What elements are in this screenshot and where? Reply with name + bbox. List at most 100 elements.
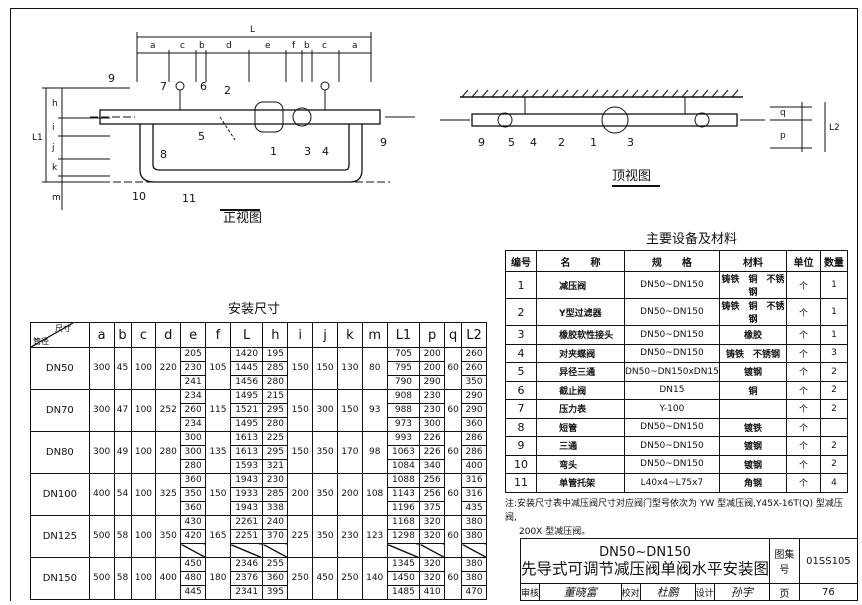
item-unit: 个 [786, 298, 821, 326]
cell-p: 320 [419, 529, 446, 544]
dim-c-label: c [180, 41, 185, 51]
drawing-frame [10, 8, 858, 601]
item-spec: DN50~DN150 [623, 343, 720, 363]
cell-l1: 1063 [386, 445, 421, 460]
dim-c-label: c [322, 41, 327, 51]
cell-i: 225 [287, 515, 314, 558]
cell-h: 285 [262, 487, 289, 502]
cell-l2: 470 [461, 585, 487, 600]
cell-i: 200 [287, 473, 314, 516]
cell-l: 2346 [229, 557, 264, 572]
cell-e: 300 [180, 445, 207, 460]
item-name: 三通 [536, 436, 625, 456]
cell-h: 280 [262, 375, 289, 390]
pipe-size-cell: DN100 [30, 473, 90, 516]
column-header-a: a [88, 322, 115, 348]
cell-l1: 908 [386, 389, 421, 404]
item-number: 9 [504, 436, 538, 456]
pipe-size-cell: DN70 [30, 389, 90, 432]
item-name: 减压阀 [536, 271, 625, 299]
cell-l: 1495 [229, 389, 264, 404]
cell-l2 [461, 543, 487, 558]
cell-l2: 380 [461, 557, 487, 572]
column-header: 单位 [786, 250, 821, 272]
callout-9: 9 [380, 136, 387, 149]
item-spec: DN15 [623, 380, 720, 400]
cell-i: 150 [287, 347, 314, 390]
column-header-L1: L1 [386, 322, 421, 348]
item-quantity: 2 [819, 362, 849, 382]
cell-l1: 705 [386, 347, 421, 362]
cell-j: 150 [312, 347, 338, 390]
item-spec: DN50~DN150 [623, 436, 720, 456]
review-label: 审核 [520, 583, 540, 601]
dim-f-label: f [292, 41, 296, 51]
cell-p: 256 [419, 487, 446, 502]
cell-l1: 1345 [386, 557, 421, 572]
callout-5: 5 [198, 130, 205, 143]
cell-j: 450 [312, 557, 338, 600]
cell-l1: 1168 [386, 515, 421, 530]
cell-k: 250 [336, 557, 363, 600]
cell-i: 150 [287, 431, 314, 474]
item-number: 5 [504, 362, 538, 382]
drawing-title-cell: DN50~DN150 先导式可调节减压阀单阀水平安装图 [519, 538, 771, 584]
callout-10: 10 [132, 190, 146, 203]
column-header-q: q [444, 322, 463, 348]
cell-p: 375 [419, 501, 446, 516]
item-material: 铸铁 铜 不锈钢 [718, 298, 788, 326]
cell-h: 240 [262, 515, 289, 530]
item-spec: DN50~DN150xDN15 [623, 362, 720, 382]
cell-k: 150 [336, 389, 363, 432]
item-name: 压力表 [536, 399, 625, 419]
item-material: 镀钢 [718, 454, 788, 474]
cell-c: 100 [130, 473, 157, 516]
column-header-b: b [113, 322, 132, 348]
review-signature: 董晓富 [539, 583, 622, 601]
cell-d: 325 [155, 473, 182, 516]
cell-l1: 1450 [386, 571, 421, 586]
drawing-subtitle: DN50~DN150 [599, 545, 691, 560]
cell-a: 300 [88, 431, 115, 474]
cell-l1 [386, 543, 421, 558]
pipe-size-cell: DN125 [30, 515, 90, 558]
cell-f: 135 [205, 431, 231, 474]
column-header-m: m [361, 322, 388, 348]
item-quantity: 2 [819, 436, 849, 456]
item-name: 对夹蝶阀 [536, 343, 625, 363]
cell-h: 321 [262, 459, 289, 474]
cell-l: 1456 [229, 375, 264, 390]
item-quantity: 3 [819, 343, 849, 363]
callout-8: 8 [160, 148, 167, 161]
design-label: 设计 [694, 583, 715, 601]
dim-L2-label: L2 [829, 123, 840, 133]
dim-m-label: m [52, 193, 61, 203]
callout-4: 4 [530, 136, 537, 149]
cell-p: 320 [419, 515, 446, 530]
dim-q-label: q [780, 108, 786, 118]
cell-l1: 1084 [386, 459, 421, 474]
cell-e: 360 [180, 473, 207, 488]
corner-header: 尺寸 管径 [30, 322, 90, 348]
cell-h: 338 [262, 501, 289, 516]
cell-i: 150 [287, 389, 314, 432]
cell-i: 250 [287, 557, 314, 600]
cell-b: 58 [113, 515, 132, 558]
item-number: 3 [504, 325, 538, 345]
item-name: 短管 [536, 417, 625, 437]
cell-j: 350 [312, 473, 338, 516]
cell-e: 241 [180, 375, 207, 390]
cell-q: 60 [444, 431, 463, 474]
cell-q: 60 [444, 389, 463, 432]
callout-5: 5 [508, 136, 515, 149]
note-line-2: 200X 型减压阀。 [519, 527, 591, 537]
